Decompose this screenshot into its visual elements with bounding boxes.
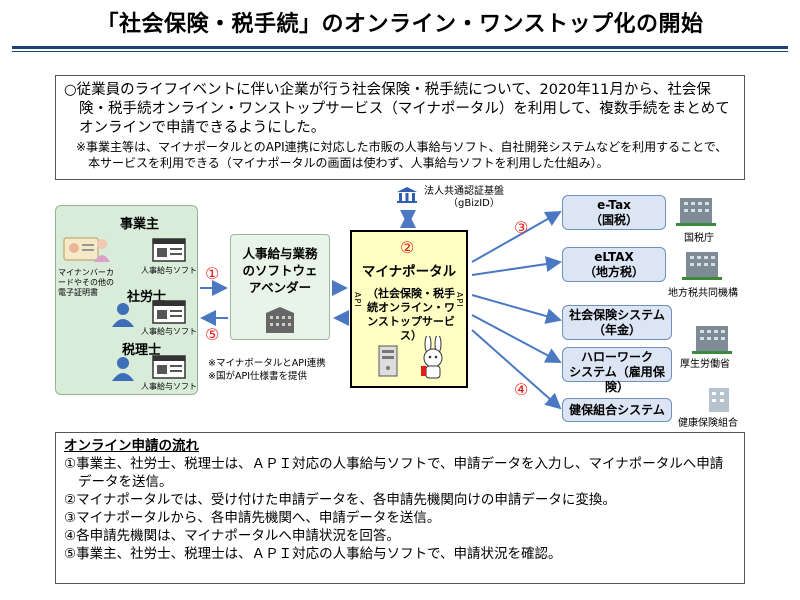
flow-step-3: ③マイナポータルから、各申請先機関へ、申請データを送信。 (64, 510, 441, 526)
dest-kenpo-union: 健保組合システム (562, 398, 672, 422)
title-rule-thin (12, 51, 788, 52)
step-mark-5: ⑤ (205, 325, 220, 344)
agency-nta: 国税庁 (684, 233, 714, 244)
software-label-1: 人事給与ソフト (141, 266, 197, 275)
step-mark-4: ④ (514, 380, 529, 399)
office-building-icon (706, 386, 732, 412)
building-columns-icon (395, 186, 419, 204)
government-building-icon (676, 192, 716, 226)
employer-label: 事業主 (120, 217, 160, 232)
portal-name: マイナポータル (361, 264, 457, 280)
dest-hello-work: ハローワーク システム（雇用保険） (562, 347, 672, 394)
server-icon (376, 344, 402, 378)
person-icon (110, 355, 136, 381)
api-label-right: API (455, 292, 464, 308)
page-title: 「社会保険・税手続」のオンライン・ワンストップ化の開始 (96, 12, 704, 37)
title-rule (12, 46, 788, 49)
card-label: マイナンバーカードやその他の電子証明書 (58, 268, 114, 297)
vendor-notes: ※マイナポータルとAPI連携 ※国がAPI仕様書を提供 (208, 358, 326, 382)
step-mark-3: ③ (514, 218, 529, 237)
agency-kenpo: 健康保険組合 (678, 418, 738, 429)
zeirishi-label: 税理士 (122, 343, 162, 358)
intro-main-text: ○従業員のライフイベントに伴い企業が行う社会保険・税手続について、2020年11… (64, 82, 730, 136)
gbizid-label: 法人共通認証基盤 （gBizID） (424, 186, 504, 209)
dest-social-insurance: 社会保険システム （年金） (562, 305, 672, 340)
flow-step-5: ⑤事業主、社労士、税理士は、ＡＰＩ対応の人事給与ソフトで、申請状況を確認。 (64, 546, 562, 562)
government-building-icon (692, 320, 732, 354)
id-card-icon (62, 232, 110, 264)
dest-etax: e-Tax （国税） (562, 195, 666, 230)
api-label-left: API (353, 292, 362, 308)
step-mark-2: ② (400, 238, 415, 257)
rabbit-mascot-icon (418, 334, 448, 380)
intro-box: ○従業員のライフイベントに伴い企業が行う社会保険・税手続について、2020年11… (55, 75, 745, 180)
software-window-icon (152, 355, 186, 379)
flow-heading: オンライン申請の流れ (64, 438, 199, 454)
office-building-icon (262, 305, 298, 335)
government-building-icon (682, 246, 722, 280)
flow-step-1: ①事業主、社労士、税理士は、ＡＰＩ対応の人事給与ソフトで、申請データを入力し、マ… (64, 456, 724, 490)
software-window-icon (152, 300, 186, 324)
software-vendor-box: 人事給与業務のソフトウェアベンダー (230, 234, 330, 340)
agency-mhlw: 厚生労働省 (680, 359, 730, 370)
software-window-icon (152, 238, 186, 262)
portal-subtitle: （社会保険・税手続オンライン・ワンストップサービス） (367, 287, 455, 342)
step-mark-1: ① (205, 264, 220, 283)
software-label-3: 人事給与ソフト (141, 382, 197, 391)
software-label-2: 人事給与ソフト (141, 327, 197, 336)
agency-eltax: 地方税共同機構 (668, 288, 738, 299)
application-flow-box: オンライン申請の流れ ①事業主、社労士、税理士は、ＡＰＩ対応の人事給与ソフトで、… (55, 432, 745, 584)
flow-step-2: ②マイナポータルでは、受け付けた申請データを、各申請先機関向けの申請データに変換… (64, 492, 616, 508)
flow-step-4: ④各申請先機関は、マイナポータルへ申請状況を回答。 (64, 528, 400, 544)
dest-eltax: eLTAX （地方税） (562, 247, 666, 282)
person-icon (110, 301, 136, 327)
mynaportal-box: ② マイナポータル （社会保険・税手続オンライン・ワンストップサービス） API… (350, 230, 468, 388)
intro-note-text: ※事業主等は、マイナポータルとのAPI連携に対応した市販の人事給与ソフト、自社開… (76, 140, 728, 170)
